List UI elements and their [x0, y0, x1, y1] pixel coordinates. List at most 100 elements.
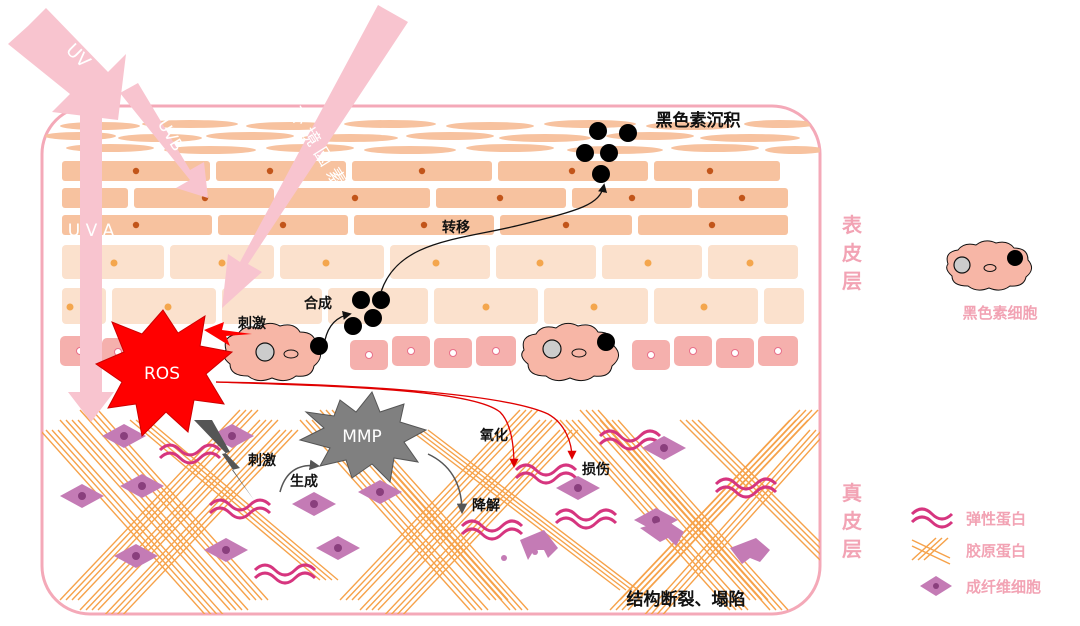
collagen-fiber	[651, 429, 820, 614]
legend-melanocyte-swatch	[946, 240, 1032, 291]
collagen-fiber	[357, 409, 539, 601]
collagen-fiber	[385, 429, 567, 614]
fibroblast-nucleus	[228, 432, 236, 440]
collagen-fiber	[339, 409, 521, 601]
melanocyte-right	[521, 322, 619, 382]
melanin-cluster-synthesis	[344, 291, 390, 335]
elastin-fiber	[598, 429, 662, 443]
fibroblast-nucleus	[78, 492, 86, 500]
damage-arrow	[215, 381, 577, 460]
collagen-fiber	[585, 409, 757, 601]
damaged-fibroblasts	[501, 520, 770, 564]
degrade-arrow	[427, 453, 468, 515]
collagen-fiber	[42, 429, 211, 614]
collagen-fiber	[427, 429, 639, 591]
elastin-fiber	[714, 485, 778, 499]
collagen-fiber	[71, 419, 243, 611]
oxidize-label: 氧化	[479, 427, 508, 444]
granular-nuclei	[132, 167, 746, 229]
elastin-fiber	[158, 451, 222, 465]
elastin-fiber	[208, 506, 272, 520]
collagen-fiber	[65, 419, 237, 611]
lightning-bolt-red	[204, 322, 252, 346]
legend-collagen-label: 胶原蛋白	[966, 542, 1026, 560]
collagen-fiber	[85, 419, 267, 611]
fibroblast-nucleus	[132, 552, 140, 560]
elastin-fiber	[554, 516, 618, 530]
collagen-fiber	[645, 429, 817, 614]
elastin-fiber	[460, 519, 524, 533]
structure-collapse-label: 结构断裂、塌陷	[627, 589, 746, 610]
collagen-fiber	[345, 409, 527, 601]
collagen-fiber	[657, 429, 820, 614]
collagen-fiber	[359, 419, 541, 611]
elastin-fiber	[460, 527, 524, 541]
collagen-fiber	[117, 429, 299, 614]
collagen-fiber	[639, 429, 811, 614]
collagen-fiber	[691, 419, 820, 561]
collagen-fiber	[415, 429, 627, 591]
stimulate-bottom-label: 刺激	[248, 452, 276, 469]
collagen-fiber	[79, 409, 251, 601]
elastin-fiber	[158, 443, 222, 457]
fibroblast-nucleus	[222, 546, 230, 554]
elastin-fiber	[253, 563, 317, 577]
mmp-label: MMP	[342, 427, 382, 447]
mmp-burst: MMP	[298, 391, 428, 484]
collagen-fiber	[609, 419, 791, 611]
collagen-fiber	[59, 409, 241, 601]
melanocyte-left	[223, 322, 328, 382]
legend-fibroblast-label: 成纤维细胞	[966, 578, 1041, 596]
melanin-deposit-label: 黑色素沉积	[656, 110, 741, 131]
degrade-label: 降解	[472, 497, 500, 514]
collagen-fiber	[111, 429, 293, 614]
collagen-fiber	[627, 419, 809, 611]
collagen-fiber	[605, 419, 777, 611]
uva-arrow: U V A	[68, 94, 115, 422]
melanin-cluster-deposit	[576, 122, 637, 183]
collagen-fiber	[365, 419, 547, 611]
collagen-fiber	[579, 409, 751, 601]
fibroblast-nucleus	[652, 516, 660, 524]
synthesis-label: 合成	[304, 295, 332, 312]
ros-label: ROS	[144, 364, 180, 384]
fibroblast-nucleus	[334, 544, 342, 552]
collagen-fiber	[79, 419, 261, 611]
legend-elastin-label: 弹性蛋白	[966, 510, 1026, 528]
collagen-fiber	[599, 419, 771, 611]
fibroblast-nucleus	[574, 484, 582, 492]
stimulate-top-label: 刺激	[238, 315, 266, 332]
dermis-label: 真皮层	[842, 481, 862, 561]
collagen-fiber	[97, 419, 279, 611]
collagen-fiber	[379, 429, 561, 614]
collagen-fiber	[397, 429, 579, 614]
epidermis-label: 表皮层	[842, 213, 863, 293]
oxidize-arrow	[215, 381, 519, 468]
elastin-fiber	[598, 437, 662, 451]
collagen-fiber	[105, 429, 287, 614]
collagen-fiber	[421, 429, 633, 591]
collagen-fiber	[371, 419, 553, 611]
collagen-fiber	[59, 419, 231, 611]
synthesis-arrow	[324, 310, 352, 341]
fibroblast-nucleus	[120, 432, 128, 440]
uva-label: U V A	[68, 221, 115, 241]
ros-burst: ROS	[94, 309, 234, 438]
collagen-fiber	[99, 429, 281, 614]
collagen-fiber	[611, 419, 783, 611]
elastin-fiber	[253, 571, 317, 585]
elastin-fiber	[514, 471, 578, 485]
collagen-fiber	[351, 409, 533, 601]
fibroblast-nucleus	[138, 482, 146, 490]
fibroblast-nucleus	[310, 500, 318, 508]
elastin-fiber	[514, 463, 578, 477]
spinous-nuclei	[66, 259, 754, 311]
stratum-corneum	[44, 120, 820, 154]
elastin-fiber	[554, 508, 618, 522]
elastin-fibers	[158, 429, 778, 585]
generate-arrow	[279, 459, 321, 493]
collagen-fiber	[697, 419, 820, 561]
collagen-fiber	[679, 419, 820, 561]
elastin-fiber	[714, 477, 778, 491]
collagen-fiber	[147, 419, 339, 581]
